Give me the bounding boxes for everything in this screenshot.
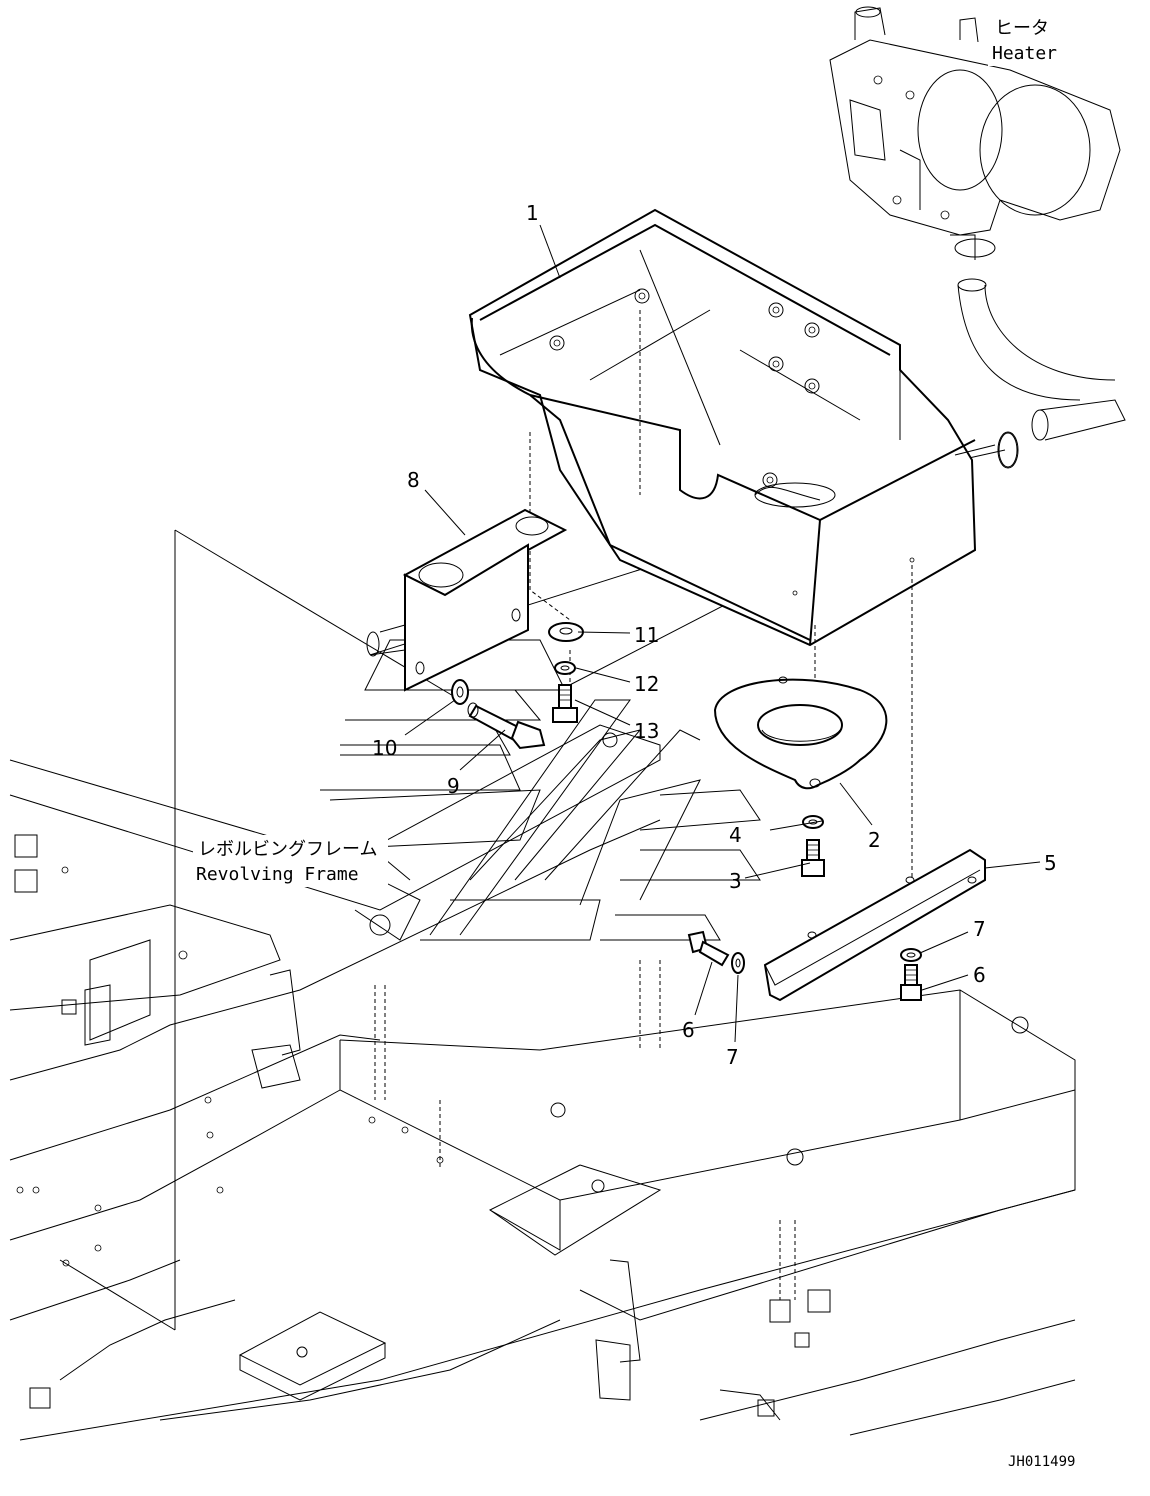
callout-2: 2 [868,828,881,852]
heater-assembly [829,6,1126,469]
part-13-washer [554,661,576,675]
frame-label-en: Revolving Frame [196,864,359,885]
part-6-bolt-right [900,964,922,1001]
callout-7-left: 7 [726,1045,739,1069]
part-8-bracket [366,508,568,692]
callout-12: 13 [634,719,659,743]
callout-11: 11 [634,623,659,647]
frame-label-jp: レボルビングフレーム [198,839,377,860]
callout-6-left: 6 [682,1018,695,1042]
part-3-bolt [801,839,825,877]
callout-9: 9 [447,774,460,798]
nut [762,472,778,488]
nut [804,378,820,394]
part-12-bolt [552,684,578,723]
nut [549,335,565,351]
frame-label: レボルビングフレーム Revolving Frame [193,835,388,887]
callouts: 1 2 3 4 5 6 6 7 7 8 9 10 11 13 12 [372,201,1057,1069]
heater-label: ヒータ Heater [988,14,1068,66]
callout-10: 10 [372,736,397,760]
part-7-washer-right [900,948,922,962]
callout-1: 1 [526,201,539,225]
callout-13: 12 [634,672,659,696]
part-2-plate [713,676,888,790]
part-9-bolt [467,702,546,750]
part-1-tray [468,208,1018,647]
part-7-washer-left [731,952,745,974]
nut [768,302,784,318]
heater-label-en: Heater [992,43,1057,64]
heater-label-jp: ヒータ [995,18,1049,39]
callout-5: 5 [1044,851,1057,875]
callout-8: 8 [407,468,420,492]
part-6-bolt-left [687,930,730,967]
callout-3: 3 [729,869,742,893]
callout-4: 4 [729,823,742,847]
drawing-code: JH011499 [1008,1454,1075,1470]
part-5-strip [763,848,986,1002]
callout-6-right: 6 [973,963,986,987]
nut [634,288,650,304]
part-11-washer [548,622,584,642]
nut [804,322,820,338]
nut [768,356,784,372]
callout-7-right: 7 [973,917,986,941]
leader-lines [385,224,1041,1043]
part-10-washer [451,679,469,705]
part-4-washer [802,815,824,829]
revolving-frame [9,724,1076,1441]
